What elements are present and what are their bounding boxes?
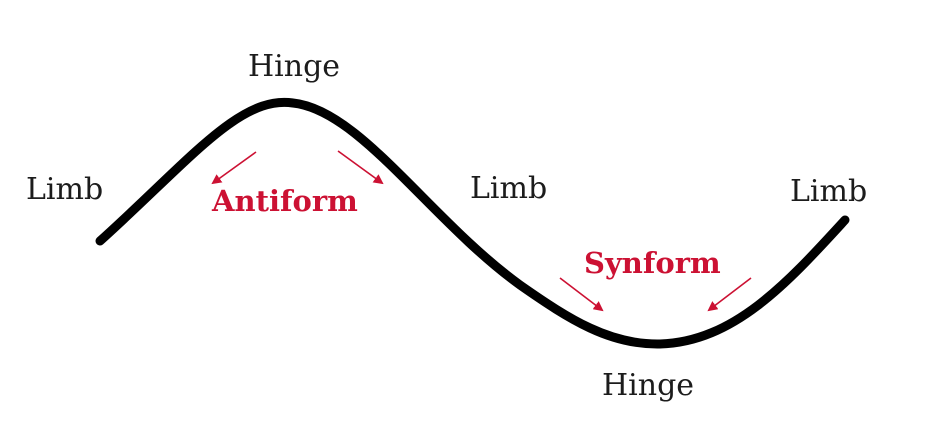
- hinge-top-label: Hinge: [248, 49, 341, 84]
- antiform-left-arrow: [211, 151, 257, 185]
- synform-right-arrow: [707, 277, 752, 312]
- synform-left-arrow: [559, 277, 604, 312]
- limb-middle-label: Limb: [470, 171, 548, 206]
- limb-right-label: Limb: [790, 174, 868, 209]
- antiform-right-arrow: [337, 150, 384, 185]
- synform-label: Synform: [584, 246, 721, 280]
- hinge-bottom-label: Hinge: [602, 368, 695, 403]
- fold-curve: [95, 97, 850, 349]
- limb-left-label: Limb: [26, 172, 104, 207]
- antiform-label: Antiform: [212, 184, 358, 218]
